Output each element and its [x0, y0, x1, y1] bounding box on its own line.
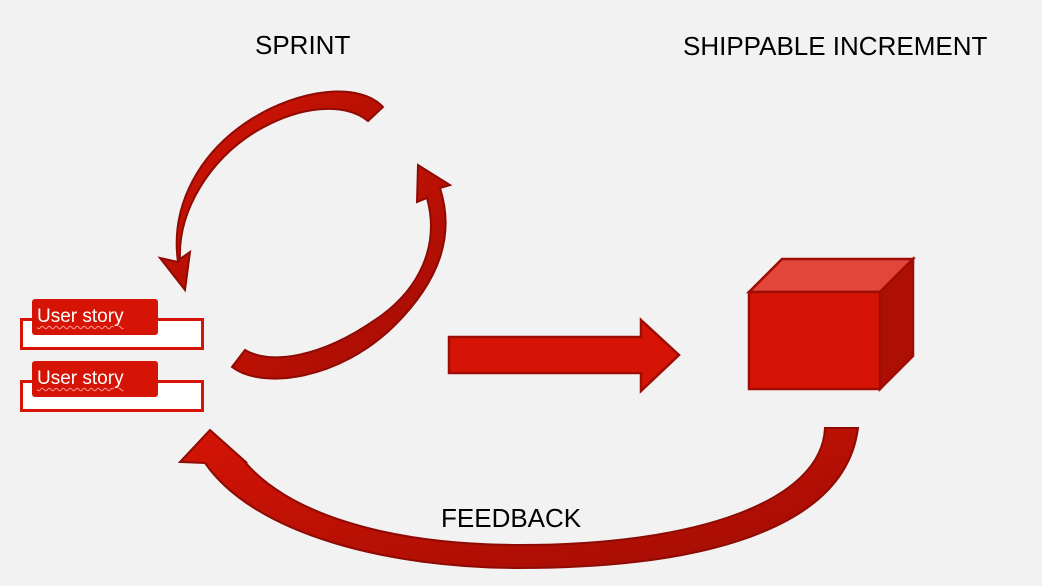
feedback-label: FEEDBACK [441, 503, 582, 533]
user-story-label: User story [37, 306, 124, 327]
user-story-tab: User story [32, 299, 158, 335]
sprint-arrow-upper-icon [157, 90, 385, 293]
increment-cube-icon [745, 255, 917, 393]
delivery-arrow-icon [447, 317, 681, 394]
shippable-increment-label: SHIPPABLE INCREMENT [683, 31, 988, 61]
user-story-label: User story [37, 368, 124, 389]
sprint-label: SPRINT [255, 30, 351, 60]
feedback-arrow-icon [177, 427, 860, 570]
user-story-tab: User story [32, 361, 158, 397]
sprint-arrow-lower-icon [230, 163, 453, 380]
